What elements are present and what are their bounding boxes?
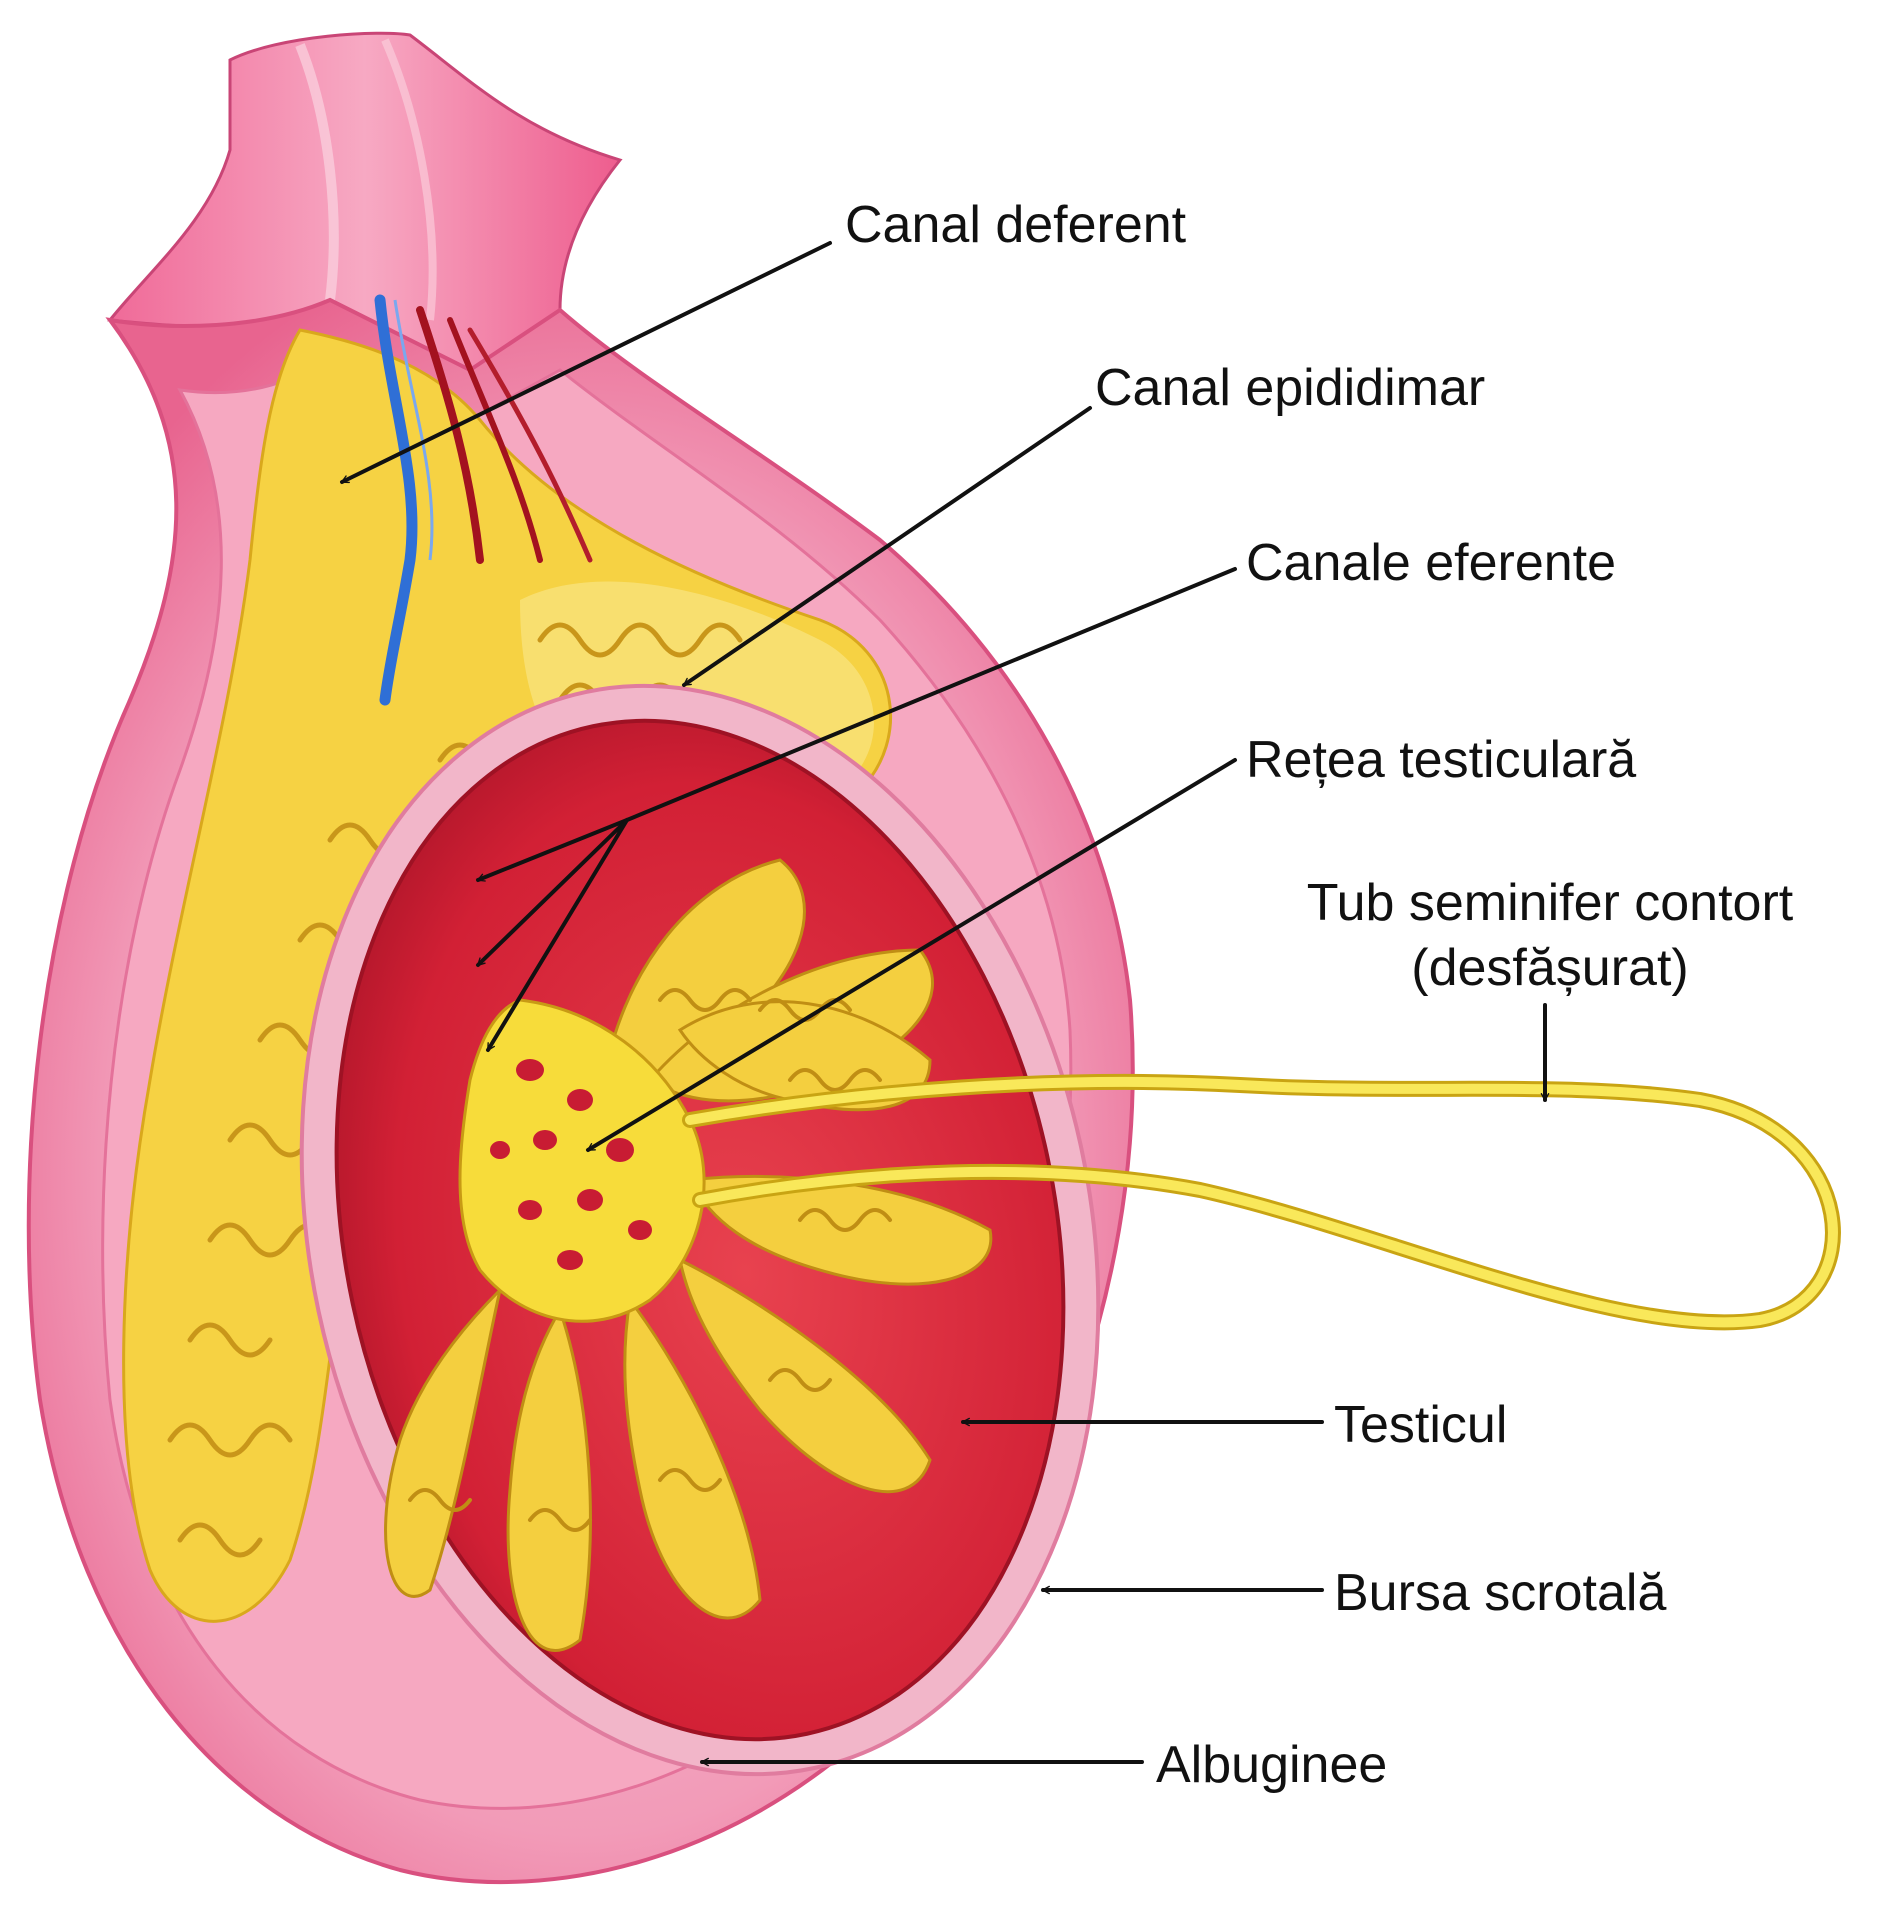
pointer-canal-deferent [340, 241, 832, 484]
label-tub-seminifer-line1: Tub seminifer contort [1307, 874, 1794, 932]
label-retea-testiculara: Rețea testiculară [1246, 731, 1636, 789]
label-tub-seminifer-line2: (desfășurat) [1411, 939, 1688, 997]
pointer-canale-eferente-3 [486, 818, 629, 1052]
rete-testis [458, 998, 706, 1323]
artery [416, 306, 484, 564]
label-canale-eferente: Canale eferente [1246, 534, 1616, 592]
labels: Canal deferent Canal epididimar Canale e… [845, 196, 1794, 1794]
label-testicul: Testicul [1334, 1396, 1507, 1454]
label-bursa-scrotala: Bursa scrotală [1334, 1564, 1666, 1622]
vein [374, 294, 418, 706]
illustration [26, 31, 1841, 1885]
pointer-canal-epididimar [682, 406, 1092, 687]
spermatic-cord [107, 31, 623, 372]
label-albuginee: Albuginee [1156, 1736, 1387, 1794]
pointer-canale-eferente-2 [476, 818, 629, 967]
pointer-retea-testiculara [586, 758, 1237, 1152]
pointer-lines [340, 241, 1550, 1767]
label-canal-deferent: Canal deferent [845, 196, 1187, 254]
label-canal-epididimar: Canal epididimar [1095, 359, 1485, 417]
